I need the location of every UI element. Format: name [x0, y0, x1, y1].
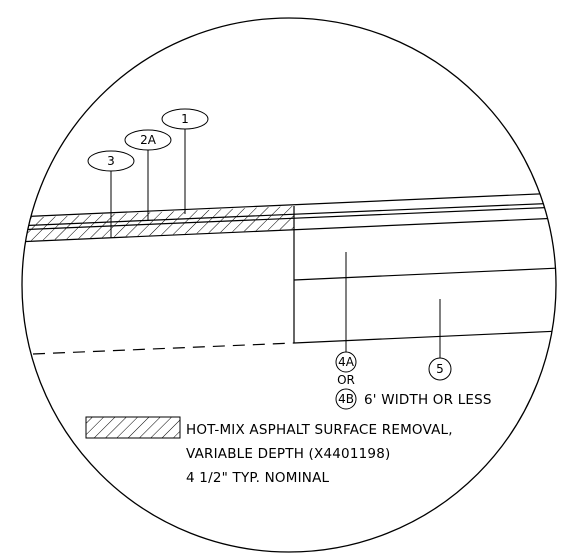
legend-hatch-swatch	[85, 416, 181, 439]
patch-bottom-line	[293, 330, 556, 344]
patch-mid-line	[293, 267, 556, 281]
callout-2a-bubble	[124, 129, 172, 151]
legend-line-3: 4 1/2" TYP. NOMINAL	[186, 470, 330, 486]
pavement-line-3	[22, 206, 556, 231]
pavement-top-line	[22, 192, 556, 218]
callout-1-bubble	[161, 108, 209, 130]
legend-line-1: HOT-MIX ASPHALT SURFACE REMOVAL,	[186, 422, 453, 438]
callout-3-label: 3	[107, 154, 115, 168]
callout-or-label: OR	[337, 373, 355, 387]
callout-5-bubble	[428, 357, 452, 381]
detail-circle	[21, 17, 557, 553]
pavement-line-4	[22, 217, 556, 243]
callout-2a-label: 2A	[140, 133, 157, 147]
callout-1-label: 1	[181, 112, 189, 126]
callout-4b-label: 4B	[338, 392, 354, 406]
legend-line-2: VARIABLE DEPTH (X4401198)	[186, 446, 390, 462]
callout-4a-label: 4A	[338, 355, 355, 369]
pavement-line-2	[22, 202, 556, 227]
callout-5-label: 5	[436, 362, 444, 376]
callout-4b-note: 6' WIDTH OR LESS	[364, 392, 492, 408]
dashed-base-line	[32, 342, 295, 355]
callout-4b-bubble	[335, 388, 357, 410]
callout-3-bubble	[87, 150, 135, 172]
callout-4a-bubble	[335, 351, 357, 373]
